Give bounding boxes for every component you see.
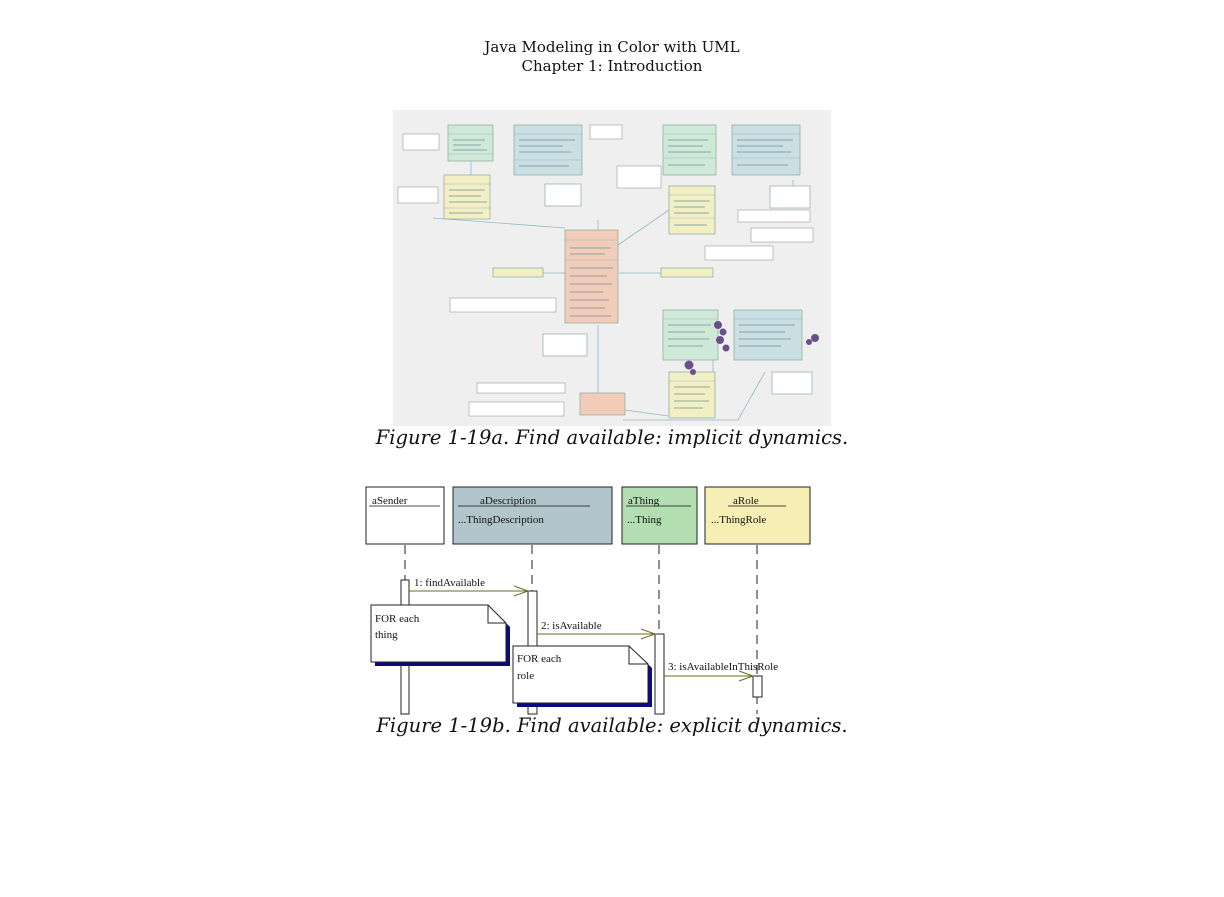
document-title: Java Modeling in Color with UML bbox=[484, 38, 740, 56]
activation-athing bbox=[654, 633, 665, 715]
lifeline-name-athing: aThing bbox=[628, 495, 660, 507]
note-for-each-role: FOR each role bbox=[512, 645, 652, 707]
diagram-notes bbox=[397, 124, 814, 417]
chapter-title: Chapter 1: Introduction bbox=[521, 57, 703, 75]
class-diagram-graphic bbox=[393, 110, 831, 426]
class-box bbox=[579, 392, 626, 416]
class-box bbox=[542, 333, 588, 357]
class-box bbox=[733, 309, 803, 361]
note-thing-line1: FOR each bbox=[375, 613, 420, 625]
note-for-each-thing: FOR each thing bbox=[370, 604, 510, 666]
lifeline-box-asender bbox=[365, 486, 445, 545]
message-find-available: 1: findAvailable bbox=[414, 577, 485, 589]
class-box bbox=[443, 174, 491, 220]
figure-a-caption: Figure 1-19a. Find available: implicit d… bbox=[375, 426, 849, 449]
message-arrows bbox=[409, 585, 755, 682]
class-box bbox=[668, 371, 716, 419]
class-box bbox=[564, 229, 619, 324]
note-thing-line2: thing bbox=[375, 629, 398, 641]
class-box bbox=[447, 124, 494, 162]
class-box bbox=[492, 267, 544, 278]
class-box bbox=[513, 124, 583, 176]
handwritten-marks bbox=[684, 321, 819, 375]
figure-b-caption: Figure 1-19b. Find available: explicit d… bbox=[376, 714, 848, 737]
message-is-available-in-this-role: 3: isAvailableInThisRole bbox=[668, 661, 778, 673]
note-role-line1: FOR each bbox=[517, 653, 562, 665]
lifeline-name-asender: aSender bbox=[372, 495, 408, 507]
class-box bbox=[731, 124, 801, 176]
compartment-lines bbox=[444, 133, 802, 382]
lifeline-name-adescription: aDescription bbox=[480, 495, 537, 507]
lifeline-box-adescription bbox=[452, 486, 613, 545]
lifeline-name-arole: aRole bbox=[733, 495, 759, 507]
illegible-text-lines bbox=[449, 139, 795, 409]
class-box bbox=[662, 124, 717, 176]
lifeline-type-adescription: ...ThingDescription bbox=[458, 514, 544, 526]
class-box bbox=[662, 309, 719, 361]
explicit-dynamics-sequence-diagram: aSender aDescription ...ThingDescription… bbox=[365, 486, 811, 715]
class-box bbox=[544, 183, 582, 207]
class-box bbox=[771, 371, 813, 395]
lifeline-type-arole: ...ThingRole bbox=[711, 514, 766, 526]
message-is-available: 2: isAvailable bbox=[541, 620, 602, 632]
class-box bbox=[668, 185, 716, 235]
implicit-dynamics-class-diagram bbox=[393, 110, 831, 426]
association-lines bbox=[432, 160, 794, 421]
activation-arole bbox=[752, 675, 763, 698]
lifeline-type-athing: ...Thing bbox=[627, 514, 662, 526]
lifeline-box-arole bbox=[704, 486, 811, 545]
class-box bbox=[660, 267, 714, 278]
lifeline-box-athing bbox=[621, 486, 698, 545]
note-role-line2: role bbox=[517, 670, 534, 682]
class-box bbox=[769, 185, 811, 209]
